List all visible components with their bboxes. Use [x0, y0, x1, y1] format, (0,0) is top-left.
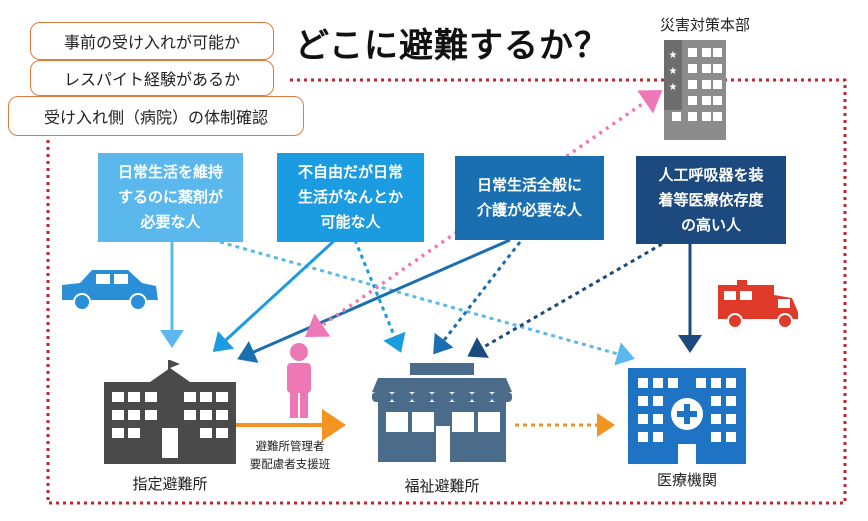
- category-medication: 日常生活を維持するのに薬剤が必要な人: [98, 153, 243, 242]
- hq-label: 災害対策本部: [659, 16, 750, 34]
- svg-text:★: ★: [669, 82, 678, 93]
- person-icon: [287, 343, 311, 418]
- category-medical-dependence: 人工呼吸器を装着等医療依存度の高い人: [636, 156, 786, 244]
- page-title: どこに避難するか？: [295, 26, 609, 66]
- svg-text:★: ★: [669, 66, 678, 77]
- ambulance-icon: [718, 280, 798, 329]
- note-hospital-readiness: 受け入れ側（病院）の体制確認: [8, 96, 304, 136]
- category-full-care: 日常生活全般に介護が必要な人: [455, 156, 604, 240]
- support-team-label: 避難所管理者 要配慮者支援班: [249, 439, 331, 471]
- svg-text:★: ★: [669, 50, 678, 61]
- medical-facility-icon: [628, 368, 746, 464]
- welfare-shelter-label: 福祉避難所: [404, 477, 480, 495]
- note-advance-acceptance: 事前の受け入れが可能か: [30, 22, 274, 60]
- welfare-shelter-icon: [372, 363, 512, 462]
- medical-facility-label: 医療機関: [656, 471, 717, 489]
- car-icon: [62, 270, 158, 311]
- designated-shelter-icon: [104, 360, 236, 464]
- designated-shelter-label: 指定避難所: [132, 475, 208, 493]
- category-limited-independence: 不自由だが日常生活がなんとか可能な人: [277, 153, 424, 242]
- note-respite-experience: レスパイト経験があるか: [30, 60, 274, 96]
- hq-building-icon: ★ ★ ★: [664, 40, 726, 140]
